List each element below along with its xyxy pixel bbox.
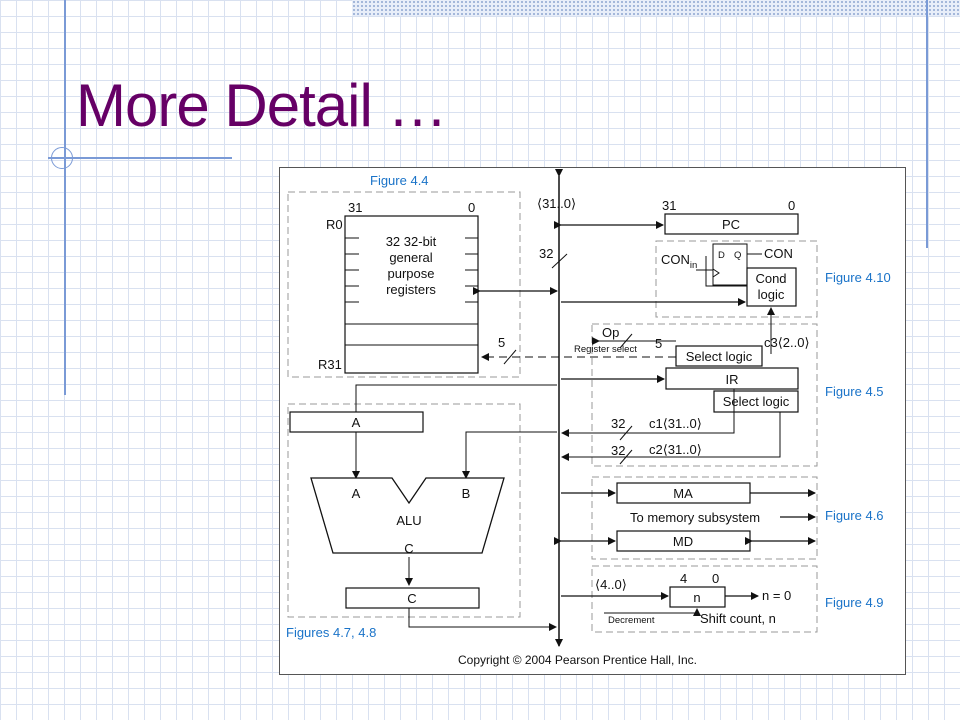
regfile-desc-line3: purpose [388, 266, 435, 281]
regfile-r31-label: R31 [318, 357, 342, 372]
cond-logic-line2: logic [758, 287, 785, 302]
fig44-caption: Figure 4.4 [370, 173, 429, 188]
c3-label: c3⟨2..0⟩ [764, 335, 810, 350]
alu-input-a-label: A [352, 486, 361, 501]
alu-shape [310, 477, 505, 554]
fig4748-dashed-frame [287, 403, 521, 618]
fig46-caption: Figure 4.6 [825, 508, 884, 523]
select-logic-bottom-box [713, 390, 799, 413]
bus-to-alu-b-arrow [462, 431, 557, 479]
reg-c-label: C [407, 591, 416, 606]
shift-bit-lo: 0 [712, 571, 719, 586]
fig49-dashed-frame [591, 565, 818, 633]
fig45-caption: Figure 4.5 [825, 384, 884, 399]
pc-register [664, 213, 799, 235]
con-out-label: CON [764, 246, 793, 261]
alu-label: ALU [396, 513, 421, 528]
bus-to-reg-a-wire [355, 384, 557, 412]
regfile-desc-line1: 32 32-bit [386, 234, 437, 249]
regfile-r0-label: R0 [326, 217, 343, 232]
reg-select-width-slash [503, 349, 517, 365]
ma-label: MA [673, 486, 693, 501]
flip-flop-d: D [718, 250, 725, 261]
select-logic-top-label: Select logic [686, 349, 753, 364]
datapath-diagram: ⟨31..0⟩ 32 Figure 4.4 31 0 R0 R31 32 32-… [286, 169, 891, 667]
flip-flop-q: Q [734, 250, 741, 261]
alu-input-b-label: B [462, 486, 471, 501]
fig410-dashed-frame [655, 240, 818, 318]
cond-logic-line1: Cond [755, 271, 786, 286]
fig49-caption: Figure 4.9 [825, 595, 884, 610]
decrement-wire [604, 608, 701, 616]
c1-label: c1⟨31..0⟩ [649, 416, 702, 431]
shift-count-register [669, 586, 726, 608]
c2-width-slash [619, 449, 633, 465]
fig410-caption: Figure 4.10 [825, 270, 891, 285]
shift-range-label: ⟨4..0⟩ [595, 577, 627, 592]
crosshair-circle-ornament [51, 147, 73, 169]
shift-count-label: Shift count, n [700, 611, 776, 626]
right-accent-line [926, 0, 928, 248]
fig46-dashed-frame [591, 476, 818, 560]
bus-width-slash [551, 253, 568, 269]
regfile-bit-hi: 31 [348, 200, 362, 215]
reg-a-label: A [352, 415, 361, 430]
reg-c-to-bus-arrow [408, 608, 557, 631]
select-logic-bottom-label: Select logic [723, 394, 790, 409]
fig45-dashed-frame [591, 323, 818, 467]
bus-width-label: 32 [539, 246, 553, 261]
c1-width-label: 32 [611, 416, 625, 431]
c2-label: c2⟨31..0⟩ [649, 442, 702, 457]
op-width-slash [619, 333, 633, 349]
fig44-dashed-frame [287, 191, 521, 378]
c2-wire [561, 412, 781, 461]
regfile-desc-line2: general [389, 250, 432, 265]
regfile-tick-marks [345, 237, 478, 303]
datapath-figure: ⟨31..0⟩ 32 Figure 4.4 31 0 R0 R31 32 32-… [279, 167, 906, 675]
shift-n-label: n [693, 590, 700, 605]
bus-range-label: ⟨31..0⟩ [537, 196, 576, 211]
left-accent-line [64, 0, 66, 395]
title-underline [48, 157, 232, 159]
pc-bit-hi: 31 [662, 198, 676, 213]
copyright-text: Copyright © 2004 Pearson Prentice Hall, … [458, 653, 697, 667]
n-zero-label: n = 0 [762, 588, 791, 603]
c1-wire [561, 389, 735, 437]
reg-c-box [345, 587, 480, 609]
shift-bit-hi: 4 [680, 571, 687, 586]
select-logic-top-box [675, 345, 763, 367]
ir-label: IR [726, 372, 739, 387]
slide-title: More Detail … [76, 72, 447, 139]
reg-select-width-label: 5 [498, 335, 505, 350]
flip-flop-box [712, 243, 748, 286]
register-select-label: Register select [574, 344, 637, 355]
cond-logic-box [746, 267, 797, 307]
con-in-label: CONin [661, 252, 697, 271]
regfile-desc-line4: registers [386, 282, 436, 297]
to-memory-label: To memory subsystem [630, 510, 760, 525]
pc-label: PC [722, 217, 740, 232]
op-width-label: 5 [655, 336, 662, 351]
flip-flop-clock [712, 268, 720, 278]
decrement-label: Decrement [608, 615, 655, 626]
c2-width-label: 32 [611, 443, 625, 458]
pc-bit-lo: 0 [788, 198, 795, 213]
fig4748-caption: Figures 4.7, 4.8 [286, 625, 376, 640]
register-file-box [344, 215, 479, 374]
ir-register [665, 367, 799, 390]
c1-width-slash [619, 425, 633, 441]
md-label: MD [673, 534, 693, 549]
regfile-bit-lo: 0 [468, 200, 475, 215]
op-label: Op [602, 325, 619, 340]
decorative-dotted-band [352, 0, 960, 16]
alu-output-c-label: C [404, 541, 413, 556]
cond-feedback-wire [705, 256, 747, 287]
